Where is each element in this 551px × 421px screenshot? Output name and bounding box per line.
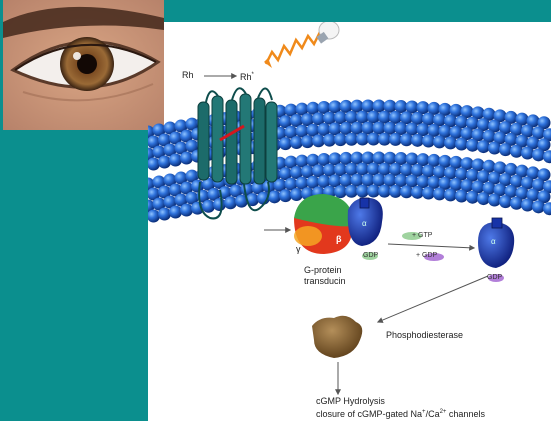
rh-label: Rh — [182, 70, 194, 81]
membrane-sphere — [433, 135, 446, 148]
membrane-sphere — [268, 190, 281, 203]
membrane-sphere — [510, 197, 523, 210]
gdp-label-2: GDP — [487, 274, 502, 281]
g-protein-complex — [294, 194, 444, 261]
membrane-sphere — [532, 200, 545, 213]
membrane-sphere — [510, 145, 523, 158]
alpha-label: α — [362, 218, 367, 229]
membrane-sphere — [169, 206, 182, 219]
membrane-sphere — [180, 204, 193, 217]
membrane-sphere — [422, 135, 435, 148]
activated-alpha-subunit — [478, 218, 514, 282]
gamma-label: γ — [296, 244, 301, 255]
membrane-sphere — [444, 136, 457, 149]
membrane-sphere — [180, 152, 193, 165]
membrane-sphere — [521, 147, 534, 160]
membrane-sphere — [158, 207, 171, 220]
phosphodiesterase-icon — [312, 316, 362, 358]
cgmp-hydrolysis-label: cGMP Hydrolysis — [316, 396, 385, 407]
rh-star-label: Rh* — [240, 70, 254, 83]
membrane-sphere — [466, 139, 479, 152]
lightbulb-icon — [316, 22, 339, 44]
membrane-sphere — [279, 137, 292, 150]
closure-label: closure of cGMP-gated Na+/Ca2+ channels — [316, 407, 485, 420]
membrane-sphere — [455, 137, 468, 150]
g-protein-label: G-protein — [304, 265, 342, 276]
light-wave-icon — [264, 32, 320, 68]
plus-gtp-label: + GTP — [412, 232, 432, 239]
membrane-sphere — [488, 142, 501, 155]
membrane-sphere — [466, 191, 479, 204]
transducin-label: transducin — [304, 276, 346, 287]
membrane-sphere — [488, 194, 501, 207]
membrane-sphere — [444, 188, 457, 201]
membrane-sphere — [148, 157, 160, 170]
membrane-sphere — [499, 195, 512, 208]
membrane-sphere — [499, 143, 512, 156]
membrane-sphere — [224, 196, 237, 209]
beta-label: β — [336, 234, 342, 245]
membrane-sphere — [158, 155, 171, 168]
membrane-sphere — [290, 188, 303, 201]
membrane-sphere — [455, 189, 468, 202]
plus-gdp-label: + GDP — [416, 252, 437, 259]
membrane-sphere — [279, 189, 292, 202]
membrane-sphere — [213, 198, 226, 211]
membrane-sphere — [169, 154, 182, 167]
membrane-sphere — [433, 187, 446, 200]
membrane-sphere — [202, 200, 215, 213]
membrane-sphere — [148, 209, 160, 222]
membrane-sphere — [301, 135, 314, 148]
membrane-sphere — [477, 140, 490, 153]
membrane-sphere — [290, 136, 303, 149]
phosphodiesterase-label: Phosphodiesterase — [386, 330, 463, 341]
gdp-label: GDP — [363, 252, 378, 259]
phototransduction-diagram — [148, 22, 551, 421]
membrane-sphere — [477, 192, 490, 205]
alpha-label-2: α — [491, 236, 496, 247]
eye-photo — [3, 0, 164, 130]
membrane-sphere — [521, 199, 534, 212]
membrane-sphere — [532, 148, 545, 161]
membrane-sphere — [422, 187, 435, 200]
